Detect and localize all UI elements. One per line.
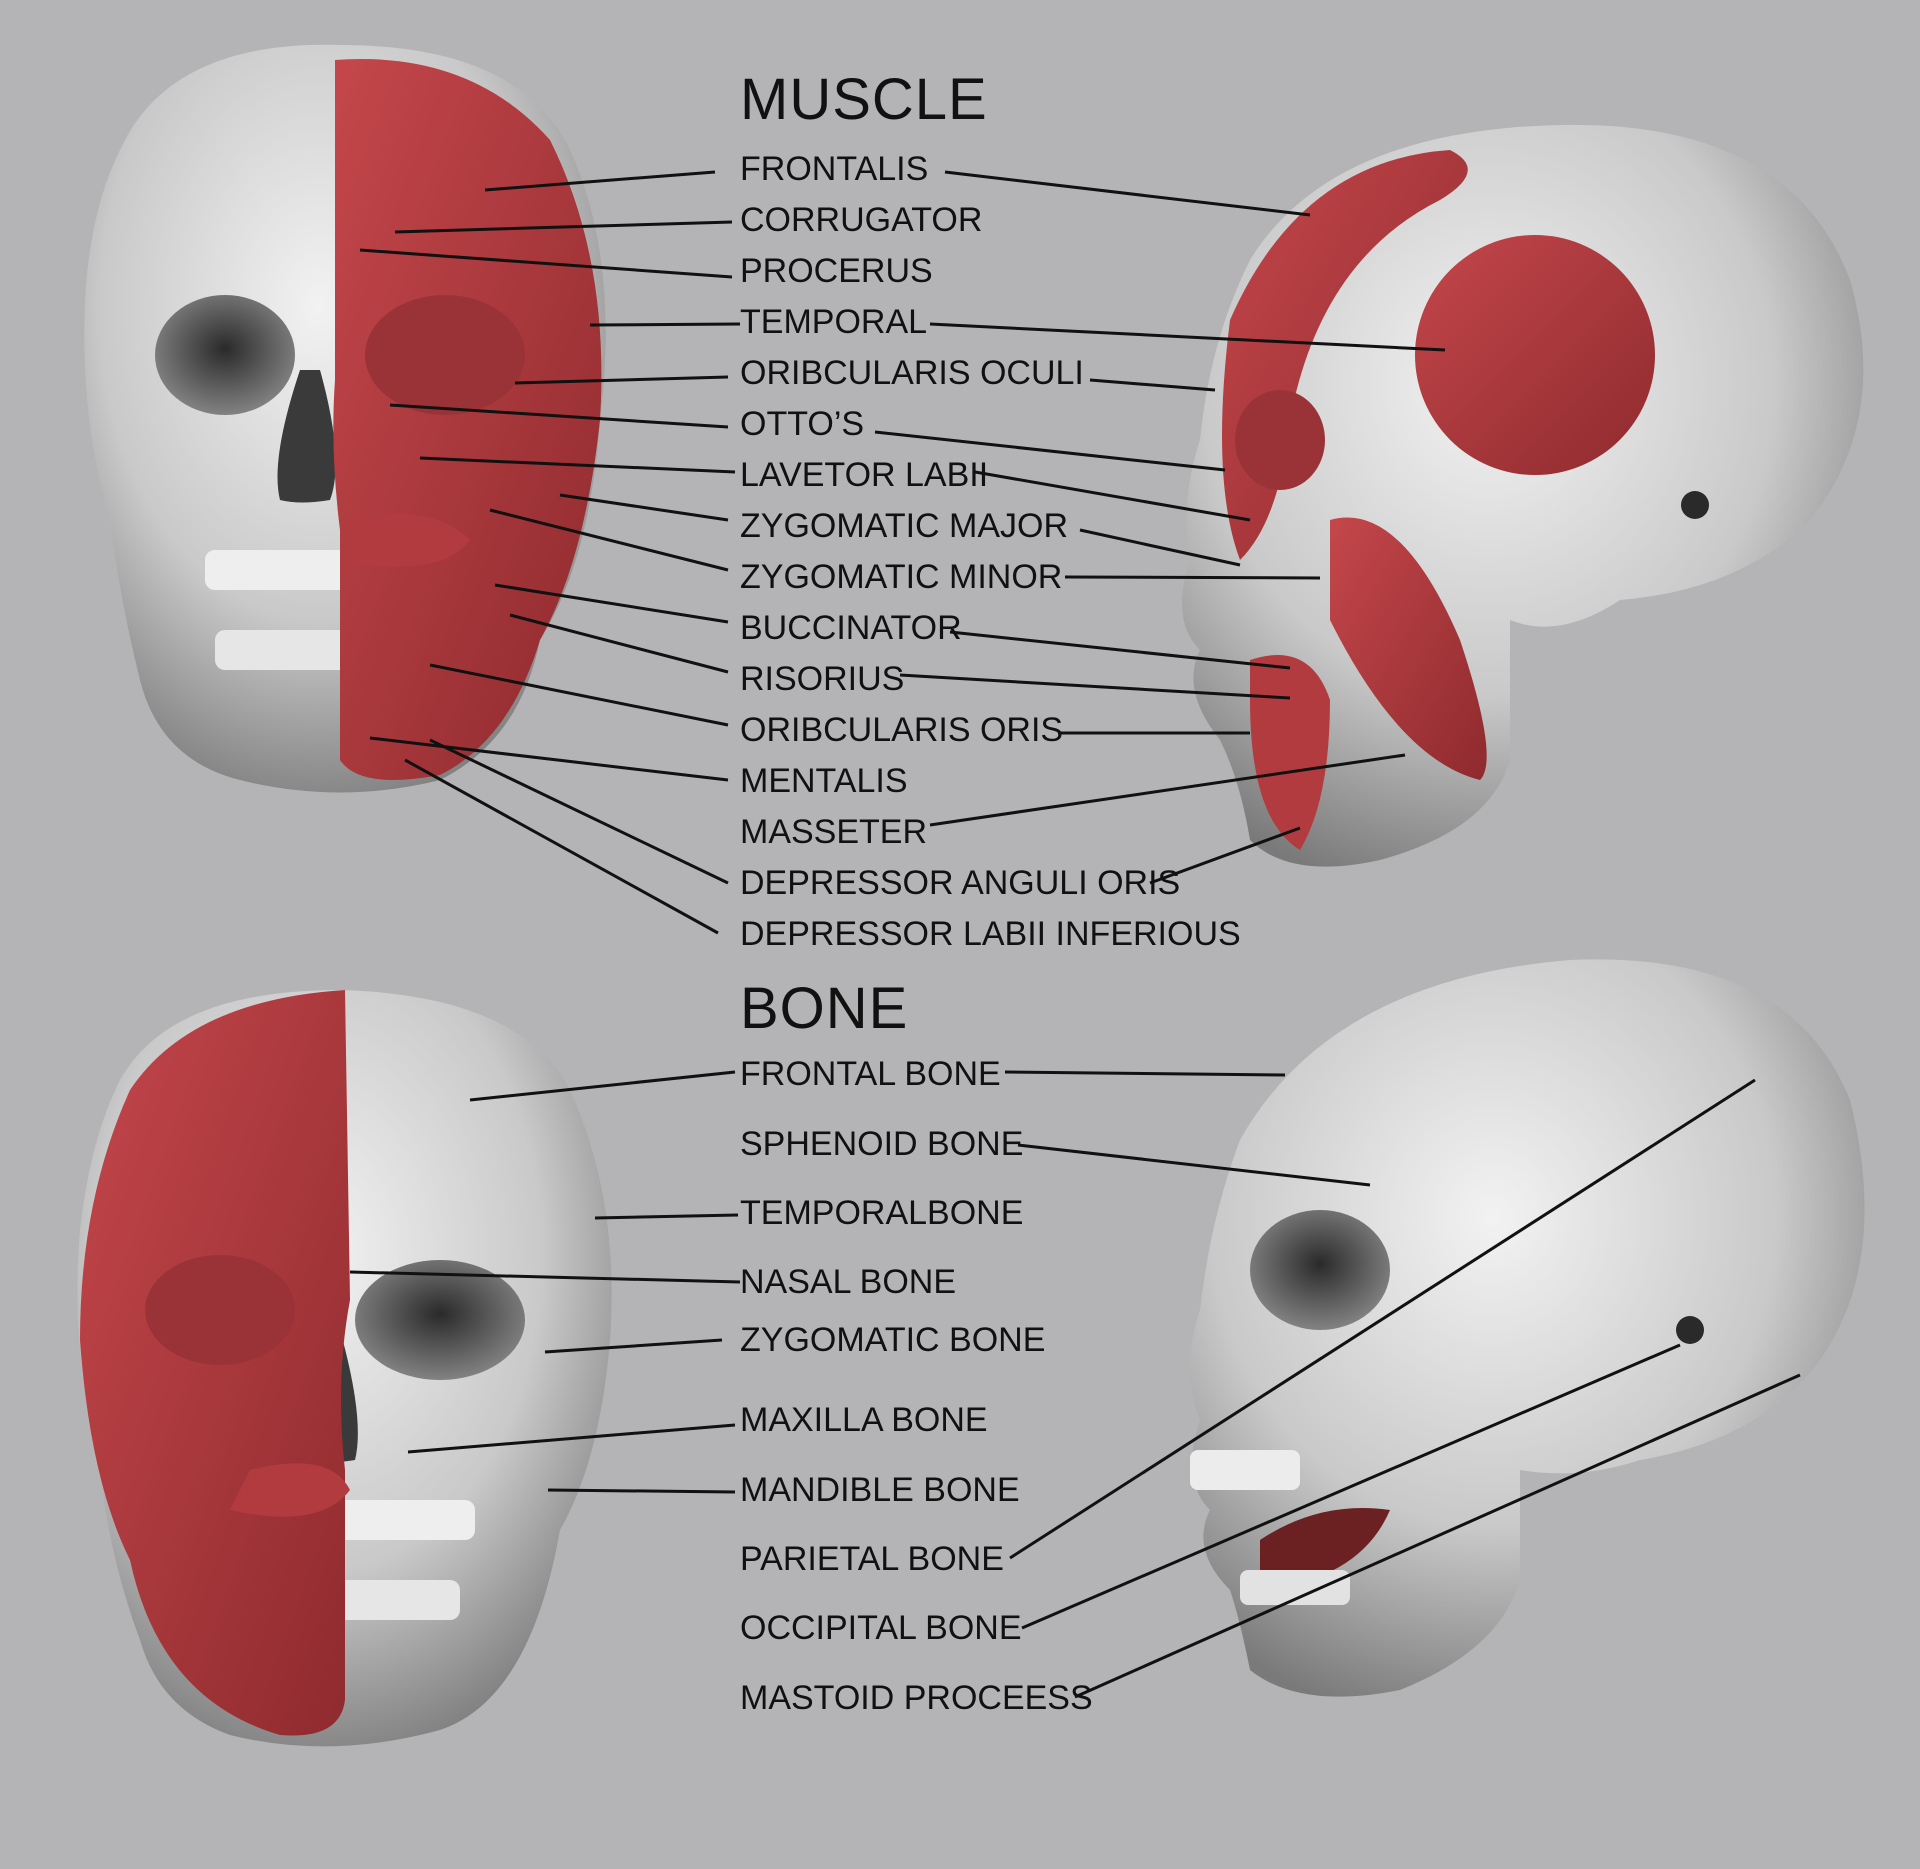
label-corrugator: CORRUGATOR xyxy=(740,201,983,239)
label-oribcularis-oris: ORIBCULARIS ORIS xyxy=(740,711,1064,749)
label-depressor-labii-inferious: DEPRESSOR LABII INFERIOUS xyxy=(740,915,1241,953)
label-occipital-bone: OCCIPITAL BONE xyxy=(740,1609,1022,1647)
side-skull-muscle-view xyxy=(1182,124,1864,867)
label-zygomatic-bone: ZYGOMATIC BONE xyxy=(740,1321,1046,1359)
label-oribcularis-oculi: ORIBCULARIS OCULI xyxy=(740,354,1084,392)
label-mentalis: MENTALIS xyxy=(740,762,908,800)
label-mandible-bone: MANDIBLE BONE xyxy=(740,1471,1020,1509)
muscle-section-title: MUSCLE xyxy=(740,67,988,132)
label-frontalis: FRONTALIS xyxy=(740,150,929,188)
label-frontal-bone: FRONTAL BONE xyxy=(740,1055,1001,1093)
bone-section-title: BONE xyxy=(740,976,909,1041)
front-skull-muscle-view xyxy=(84,44,606,793)
label-maxilla-bone: MAXILLA BONE xyxy=(740,1401,988,1439)
label-mastoid-proceess: MASTOID PROCEESS xyxy=(740,1679,1093,1717)
side-skull-bone-view xyxy=(1190,959,1865,1697)
label-temporal-bone: TEMPORALBONE xyxy=(740,1194,1024,1232)
label-buccinator: BUCCINATOR xyxy=(740,609,962,647)
label-lavetor-labii: LAVETOR LABII xyxy=(740,456,989,494)
label-ottos: OTTO’S xyxy=(740,405,865,443)
label-risorius: RISORIUS xyxy=(740,660,905,698)
label-masseter: MASSETER xyxy=(740,813,928,851)
bone-leader-lines xyxy=(349,1070,1801,1699)
label-temporal: TEMPORAL xyxy=(740,303,928,341)
front-skull-bone-view xyxy=(77,990,612,1747)
muscle-leader-lines xyxy=(359,170,1446,935)
label-zygomatic-major: ZYGOMATIC MAJOR xyxy=(740,507,1069,545)
label-sphenoid-bone: SPHENOID BONE xyxy=(740,1125,1024,1163)
label-parietal-bone: PARIETAL BONE xyxy=(740,1540,1004,1578)
label-procerus: PROCERUS xyxy=(740,252,933,290)
label-depressor-anguli-oris: DEPRESSOR ANGULI ORIS xyxy=(740,864,1181,902)
label-nasal-bone: NASAL BONE xyxy=(740,1263,957,1301)
label-zygomatic-minor: ZYGOMATIC MINOR xyxy=(740,558,1063,596)
